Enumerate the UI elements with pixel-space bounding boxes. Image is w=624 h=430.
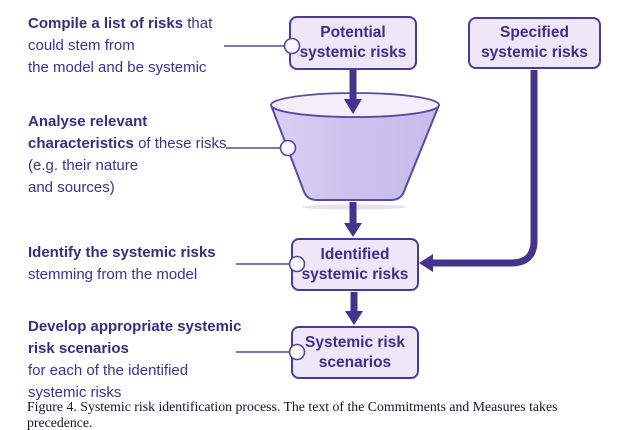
annotation-text: systemic risks — [28, 384, 122, 401]
annotation-text: the model and be systemic — [28, 59, 207, 76]
annotation-text: that — [183, 15, 213, 32]
figure-caption: Figure 4. Systemic risk identification p… — [27, 399, 558, 430]
arrow-funnel-to-identified-head — [344, 223, 362, 237]
annotation-text-bold: Identify the systemic risks — [28, 244, 216, 261]
annotation-line: Identify the systemic risks — [28, 242, 248, 264]
annotation-text: of these risks — [133, 135, 227, 152]
annotation-line: and sources) — [28, 177, 238, 199]
node-potential-systemic-risks: Potential systemic risks — [289, 16, 417, 70]
annotation-text: could stem from — [28, 37, 135, 54]
annotation-text: (e.g. their nature — [28, 157, 139, 174]
annotation-line: stemming from the model — [28, 264, 248, 286]
node-label-line: Systemic risk — [305, 333, 405, 351]
annotation-text: and sources) — [28, 179, 115, 196]
arrow-specified-to-identified-path — [433, 70, 538, 267]
node-label-line: systemic risks — [299, 44, 407, 61]
annotation-line: could stem from — [28, 35, 238, 57]
node-label-line: Specified — [500, 24, 569, 41]
annotation-line: the model and be systemic — [28, 57, 238, 79]
annotation-text-bold: characteristics — [28, 135, 134, 152]
annotation-line: for each of the identified — [28, 360, 258, 382]
annotation-text: stemming from the model — [28, 266, 198, 283]
arrow-potential-to-funnel-head — [344, 99, 362, 114]
node-label-line: systemic risks — [481, 44, 588, 61]
funnel-shadow — [302, 204, 406, 210]
annotation-compile: Compile a list of risks that could stem … — [28, 13, 238, 79]
funnel-shape — [270, 104, 440, 201]
annotation-text-bold: Develop appropriate systemic — [28, 318, 242, 335]
connector-dot-funnel — [279, 139, 297, 157]
arrow-identified-to-scenarios-head — [345, 311, 363, 325]
annotation-line: Develop appropriate systemic — [28, 316, 258, 338]
node-label-line: scenarios — [318, 353, 392, 371]
node-label-line: Potential — [320, 24, 386, 41]
annotation-text-bold: risk scenarios — [28, 340, 129, 357]
annotation-line: systemic risks — [28, 382, 258, 404]
annotation-text: for each of the identified — [28, 362, 189, 379]
annotation-text-bold: Compile a list of risks — [28, 15, 184, 32]
node-label-line: Identified — [320, 245, 390, 263]
annotation-develop: Develop appropriate systemic risk scenar… — [28, 316, 258, 404]
annotation-line: characteristics of these risks — [28, 133, 238, 155]
annotation-line: Compile a list of risks that — [28, 13, 238, 35]
node-identified-systemic-risks: Identified systemic risks — [291, 238, 419, 291]
annotation-analyse: Analyse relevant characteristics of thes… — [28, 111, 238, 199]
node-label-line: systemic risks — [301, 265, 409, 283]
annotation-line: (e.g. their nature — [28, 155, 238, 177]
annotation-line: Analyse relevant — [28, 111, 238, 133]
funnel-opening — [270, 92, 440, 118]
annotation-text-bold: Analyse relevant — [28, 113, 148, 130]
annotation-line: risk scenarios — [28, 338, 258, 360]
arrow-specified-to-identified-head — [419, 254, 433, 272]
node-specified-systemic-risks: Specified systemic risks — [468, 17, 601, 69]
node-systemic-risk-scenarios: Systemic risk scenarios — [291, 326, 419, 379]
annotation-identify: Identify the systemic risks stemming fro… — [28, 242, 248, 286]
